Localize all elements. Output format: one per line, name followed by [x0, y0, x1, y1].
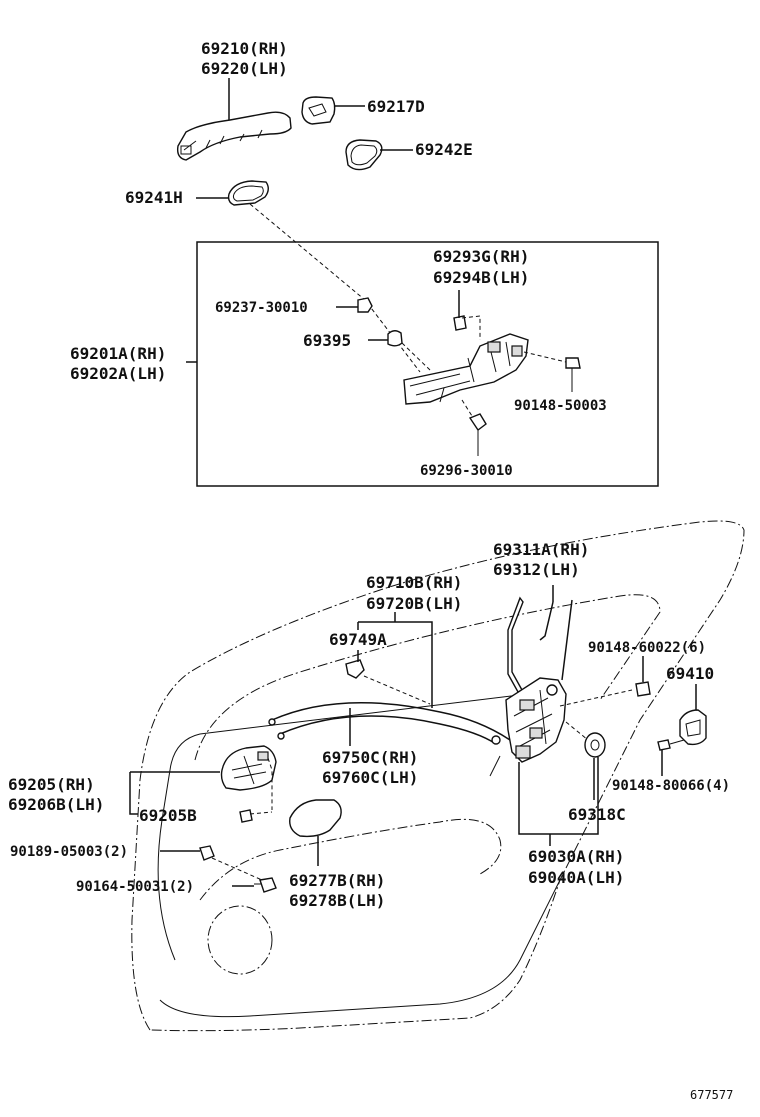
- dash-screw-50003: [523, 351, 567, 363]
- dash-screw-69296: [461, 399, 473, 417]
- pad-e-part: [345, 139, 383, 171]
- label-pad-e: 69242E: [415, 140, 473, 159]
- frame-box: [196, 241, 659, 487]
- clip-90189: [199, 845, 215, 861]
- plug-69395: [387, 330, 403, 347]
- label-frame-assy-lh: 69202A(LH): [70, 364, 166, 383]
- dash-lock-bushing: [565, 721, 589, 741]
- cable-upper: [271, 701, 511, 741]
- link-rod: [507, 596, 524, 693]
- bolt-69237: [357, 297, 373, 313]
- label-handle-outer-rh: 69210(RH): [201, 39, 288, 58]
- bushing-69318c: [584, 732, 606, 758]
- label-inner-handle-rh: 69205(RH): [8, 775, 95, 794]
- label-screw-60022: 90148-60022(6): [588, 640, 706, 656]
- door-outline: [131, 520, 745, 1032]
- cable-lower: [279, 715, 497, 745]
- clamp-69749a: [345, 659, 365, 679]
- diagram-id: 677577: [690, 1088, 733, 1102]
- screw-90148-60022: [635, 681, 651, 697]
- label-cable2-lh: 69760C(LH): [322, 768, 418, 787]
- door-inner-line: [194, 594, 661, 761]
- label-striker: 69410: [666, 664, 714, 683]
- label-frame-assy-rh: 69201A(RH): [70, 344, 166, 363]
- door-panel-bottom: [159, 879, 561, 1018]
- cable-tail: [489, 755, 501, 777]
- label-clamp: 69749A: [329, 630, 387, 649]
- pad-h-part: [227, 180, 269, 206]
- label-screw-50003: 90148-50003: [514, 398, 607, 414]
- label-bezel-lh: 69278B(LH): [289, 891, 385, 910]
- bezel-69277b: [289, 799, 342, 838]
- label-frame-lh: 69294B(LH): [433, 268, 529, 287]
- label-screw-80066: 90148-80066(4): [612, 778, 730, 794]
- speaker-outline: [207, 905, 273, 975]
- label-cable-lh: 69720B(LH): [366, 594, 462, 613]
- cable-end-2: [277, 732, 285, 740]
- label-cable-rh: 69710B(RH): [366, 573, 462, 592]
- door-lock-assembly: [505, 677, 567, 763]
- label-screw-69296: 69296-30010: [420, 463, 513, 479]
- label-cap: 69217D: [367, 97, 425, 116]
- dash-69205b: [249, 811, 273, 815]
- dash-lock-screw: [559, 689, 633, 707]
- clip-90164: [254, 877, 277, 893]
- striker-69410: [679, 709, 707, 746]
- label-pad-h: 69241H: [125, 188, 183, 207]
- label-cable2-rh: 69750C(RH): [322, 748, 418, 767]
- cap-part: [301, 96, 336, 125]
- outside-handle: [176, 111, 292, 161]
- leader-rod-lock: [561, 599, 573, 681]
- screw-90148-80066: [657, 739, 685, 751]
- label-clip-90189: 90189-05003(2): [10, 844, 128, 860]
- inside-handle: [220, 745, 277, 791]
- dash-clip-90189: [211, 857, 263, 881]
- label-lock-lh: 69040A(LH): [528, 868, 624, 887]
- bracket-inside-handle: [129, 772, 138, 815]
- label-bolt-69237: 69237-30010: [215, 300, 308, 316]
- bracket-cable: [358, 621, 433, 708]
- label-inner-handle-lh: 69206B(LH): [8, 795, 104, 814]
- label-clip-90164: 90164-50031(2): [76, 879, 194, 895]
- cable-end-3: [491, 735, 501, 745]
- label-rod-lh: 69312(LH): [493, 560, 580, 579]
- screw-90148-50003: [565, 357, 581, 392]
- cable-end-1: [268, 718, 276, 726]
- screw-69205b: [239, 809, 253, 823]
- label-rod-rh: 69311A(RH): [493, 540, 589, 559]
- label-lock-rh: 69030A(RH): [528, 847, 624, 866]
- label-frame-rh: 69293G(RH): [433, 247, 529, 266]
- label-bezel-rh: 69277B(RH): [289, 871, 385, 890]
- label-bushing: 69318C: [568, 805, 626, 824]
- dash-clamp: [363, 675, 431, 705]
- bracket-lock: [518, 757, 599, 835]
- door-trim-line: [199, 818, 502, 901]
- frame-mechanism: [403, 315, 529, 405]
- label-plug-69395: 69395: [303, 331, 351, 350]
- screw-69296: [468, 413, 487, 456]
- leader-rod: [539, 601, 554, 641]
- label-inner-handle-part: 69205B: [139, 806, 197, 825]
- label-handle-outer-lh: 69220(LH): [201, 59, 288, 78]
- door-panel-line: [157, 689, 561, 961]
